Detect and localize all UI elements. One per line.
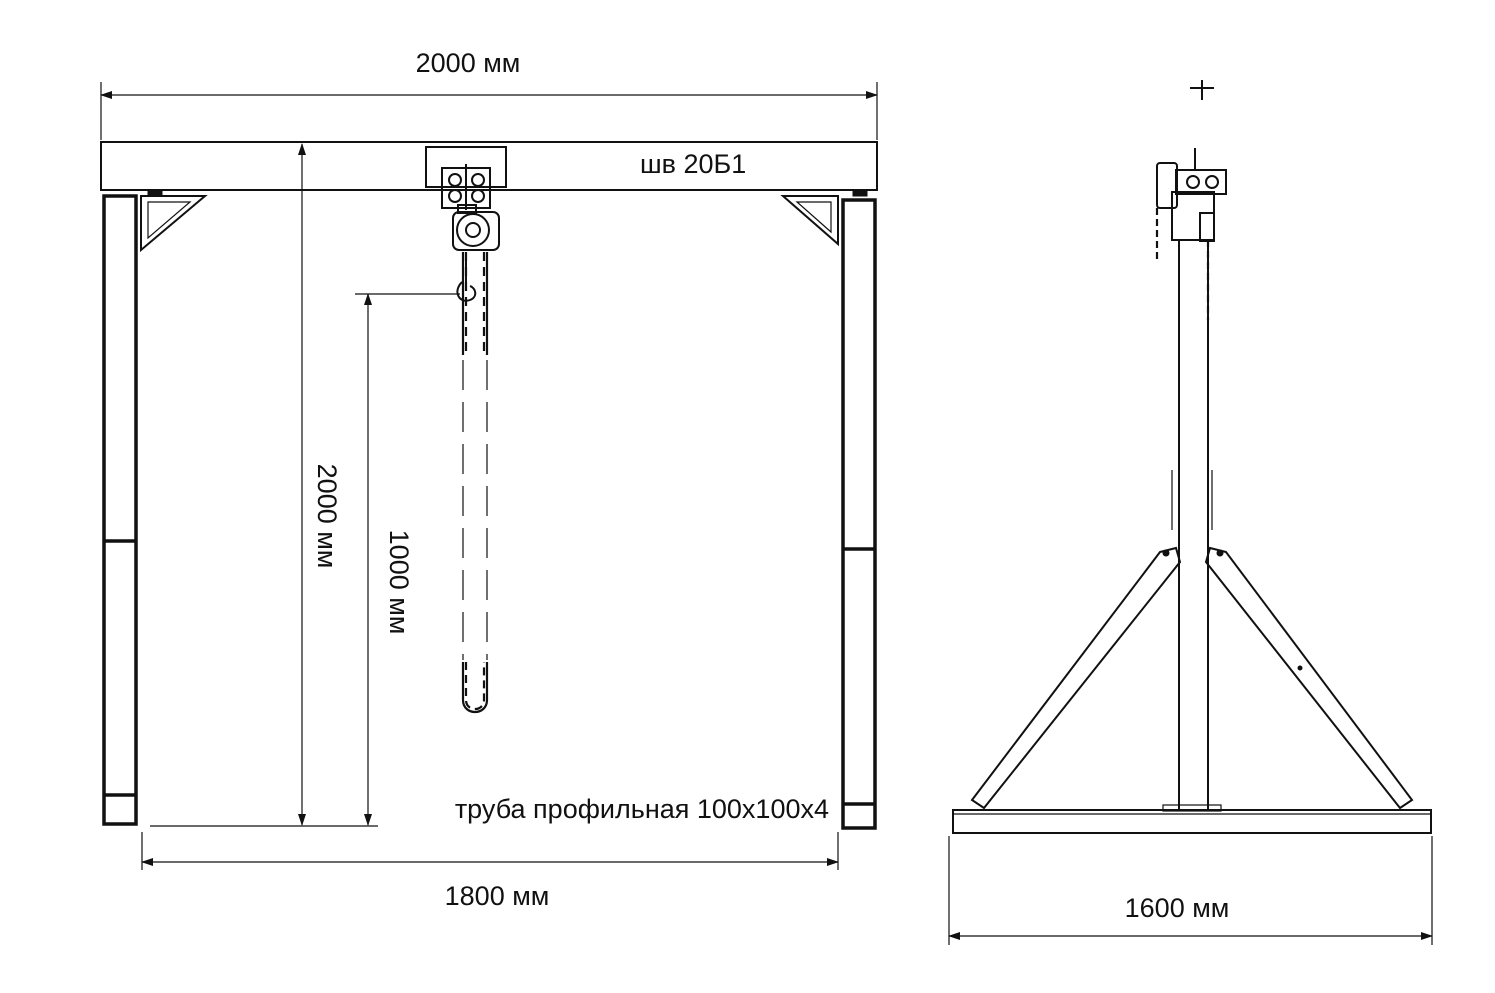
side-struts (970, 546, 1414, 810)
beam-label: шв 20Б1 (640, 149, 746, 179)
top-width-label: 2000 мм (416, 48, 521, 78)
side-base (952, 809, 1432, 834)
top-width-dimension: 2000 мм (100, 48, 878, 140)
trolley (425, 146, 507, 210)
height-dimension: 2000 мм (298, 143, 342, 826)
right-column (780, 189, 877, 830)
height-label: 2000 мм (312, 464, 342, 569)
span-dimension: 1800 мм (141, 832, 839, 911)
span-label: 1800 мм (445, 881, 550, 911)
column-label: труба профильная 100х100х4 (455, 794, 829, 824)
base-width-label: 1600 мм (1125, 893, 1230, 923)
lift-dimension: 1000 мм (355, 293, 460, 826)
lift-label: 1000 мм (384, 530, 414, 635)
front-view: 2000 мм шв 20Б1 (100, 48, 878, 911)
chain-hoist (452, 204, 500, 714)
left-column (102, 189, 208, 826)
side-mast (1162, 239, 1222, 812)
side-view: 1600 мм (948, 80, 1433, 945)
center-mark (1190, 80, 1214, 100)
side-trolley (1155, 148, 1227, 320)
base-width-dimension: 1600 мм (948, 836, 1433, 945)
